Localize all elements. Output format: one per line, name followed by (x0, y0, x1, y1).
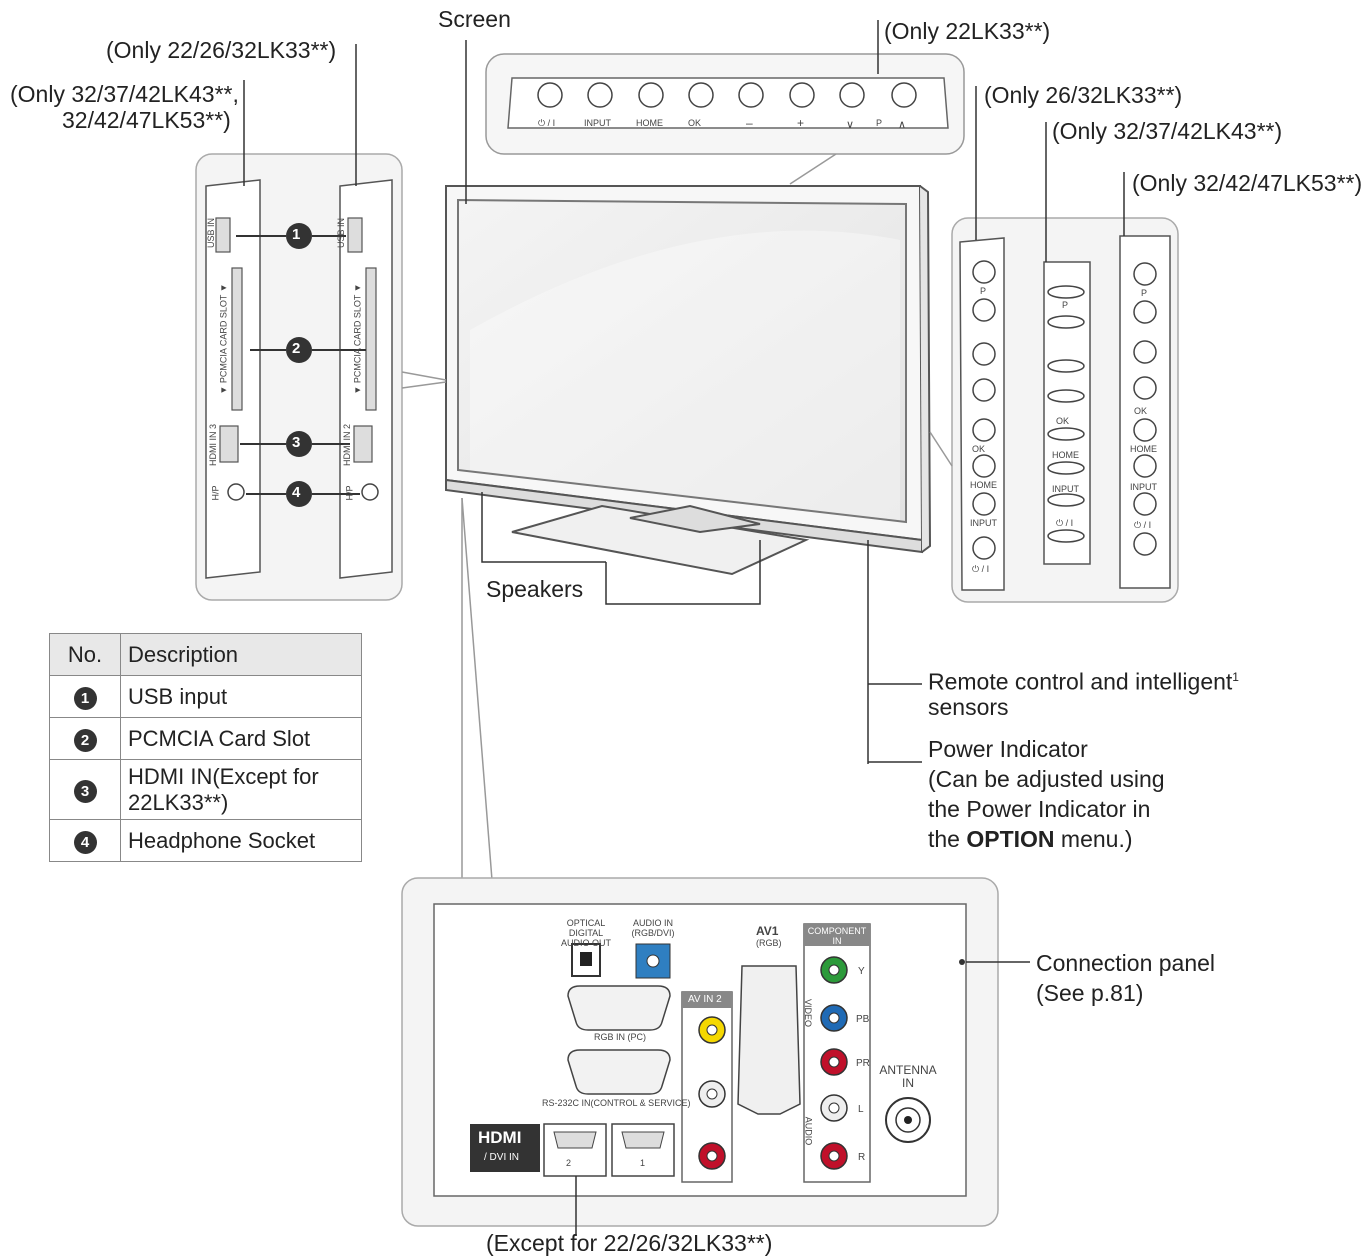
panel-a-p-label: P (980, 286, 987, 296)
footnote-marker: 1 (1232, 670, 1239, 684)
row-number-badge: 4 (73, 831, 97, 854)
power-indicator-note-line2: the Power Indicator in (928, 796, 1151, 822)
panel-a-ok-label: OK (972, 444, 986, 454)
component-r-label: R (858, 1152, 866, 1163)
hp-label-a: H/P (210, 485, 221, 501)
usb-in-label-b: USB IN (336, 217, 347, 249)
av-in-2-label: AV IN 2 (688, 994, 722, 1005)
row-number-badge: 2 (73, 729, 97, 752)
input-button-label: INPUT (584, 118, 611, 128)
only-22-26-32lk33-label: (Only 22/26/32LK33**) (106, 37, 337, 63)
p-label: P (876, 118, 883, 128)
row-description: HDMI IN(Except for 22LK33**) (120, 759, 362, 820)
panel-b-input-label: INPUT (1052, 484, 1079, 494)
hdmi-port-2-label: 2 (566, 1158, 572, 1168)
component-video-label: VIDEO (803, 998, 814, 1028)
speakers-label: Speakers (486, 576, 584, 602)
only-lk43-lk53-label-line1: (Only 32/37/42LK43**, (10, 81, 239, 107)
power-button-label: ⏻ / I (538, 118, 556, 128)
component-audio-label: AUDIO (803, 1116, 814, 1146)
usb-in-label-a: USB IN (206, 217, 217, 249)
marker-3: 3 (292, 434, 301, 451)
connection-panel-label: Connection panel (1036, 950, 1216, 976)
screen-reflection (470, 230, 900, 520)
remote-sensor-label-line1: Remote control and intelligent1 (928, 668, 1239, 695)
antenna-in-label: ANTENNA IN (879, 1063, 937, 1090)
panel-b-home-label: HOME (1052, 450, 1079, 460)
row-number-badge: 3 (73, 780, 97, 803)
ok-button-label: OK (688, 118, 702, 128)
description-table: No. Description 1 USB input 2 PCMCIA Car… (49, 633, 362, 862)
pcmcia-label-b: ▼ PCMCIA CARD SLOT ▼ (352, 283, 363, 395)
connection-panel-page-ref: (See p.81) (1036, 980, 1144, 1006)
av1-rgb-label: (RGB) (756, 938, 782, 948)
panel-b-p-label: P (1062, 300, 1069, 310)
rs232c-label: RS-232C IN(CONTROL & SERVICE) (542, 1098, 691, 1108)
hdmi-port-1-label: 1 (640, 1158, 646, 1168)
only-26-32lk33-label: (Only 26/32LK33**) (984, 82, 1183, 108)
hdmi-logo: HDMI (478, 1128, 522, 1147)
component-l-label: L (858, 1104, 864, 1115)
panel-a-power-label: ⏻ / I (972, 564, 990, 574)
panel-a-input-label: INPUT (970, 518, 997, 528)
panel-a-home-label: HOME (970, 480, 997, 490)
panel-b-ok-label: OK (1056, 416, 1070, 426)
panel-c-ok-label: OK (1134, 406, 1148, 416)
panel-c-home-label: HOME (1130, 444, 1157, 454)
component-pb-label: PB (856, 1014, 870, 1025)
power-indicator-note-line3: the OPTION menu.) (928, 826, 1133, 852)
screen-label: Screen (438, 6, 511, 32)
pcmcia-label-a: ▼ PCMCIA CARD SLOT ▼ (218, 283, 229, 395)
volume-down-label: – (746, 116, 753, 130)
channel-down-label: ∨ (846, 119, 855, 131)
table-row: 4 Headphone Socket (49, 819, 362, 862)
row-description: Headphone Socket (120, 819, 362, 862)
panel-c-input-label: INPUT (1130, 482, 1157, 492)
row-description: USB input (120, 675, 362, 718)
channel-up-label: ∧ (898, 119, 907, 131)
volume-up-label: + (797, 116, 805, 130)
row-description: PCMCIA Card Slot (120, 717, 362, 760)
component-y-label: Y (858, 966, 865, 977)
only-32-42-47lk53-label: (Only 32/42/47LK53**) (1132, 170, 1363, 196)
hp-label-b: H/P (344, 485, 355, 501)
row-number-badge: 1 (73, 687, 97, 710)
hdmi-in-2-label: HDMI IN 2 (342, 423, 353, 467)
component-in-label: COMPONENT IN (807, 926, 867, 946)
hdmi-in-3-label: HDMI IN 3 (208, 423, 219, 467)
except-label: (Except for 22/26/32LK33**) (486, 1230, 773, 1256)
table-row: 2 PCMCIA Card Slot (49, 717, 362, 760)
tv-set (445, 185, 932, 576)
marker-4: 4 (292, 484, 301, 501)
rgb-in-pc-label: RGB IN (PC) (594, 1032, 647, 1042)
table-header-no: No. (49, 633, 121, 676)
table-row: 3 HDMI IN(Except for 22LK33**) (49, 759, 362, 820)
component-pr-label: PR (856, 1058, 870, 1069)
only-lk43-lk53-label-line2: 32/42/47LK53**) (62, 107, 231, 133)
panel-b-power-label: ⏻ / I (1056, 518, 1074, 528)
dvi-in-label: / DVI IN (484, 1152, 520, 1163)
marker-1: 1 (292, 226, 301, 243)
panel-c-p-label: P (1141, 288, 1148, 298)
av1-label: AV1 (756, 924, 779, 938)
audio-in-rgb-dvi-label: AUDIO IN (RGB/DVI) (631, 918, 675, 938)
power-indicator-note-line1: (Can be adjusted using (928, 766, 1165, 792)
table-header-description: Description (120, 633, 362, 676)
only-32-37-42lk43-label: (Only 32/37/42LK43**) (1052, 118, 1283, 144)
table-header-row: No. Description (49, 633, 362, 676)
panel-c-power-label: ⏻ / I (1134, 520, 1152, 530)
power-indicator-label: Power Indicator (928, 736, 1088, 762)
marker-2: 2 (292, 340, 301, 357)
home-button-label: HOME (636, 118, 663, 128)
table-row: 1 USB input (49, 675, 362, 718)
remote-sensor-label-line2: sensors (928, 694, 1009, 720)
only-22lk33-label: (Only 22LK33**) (884, 18, 1051, 44)
optical-audio-out-label: OPTICAL DIGITAL AUDIO OUT (560, 918, 611, 948)
